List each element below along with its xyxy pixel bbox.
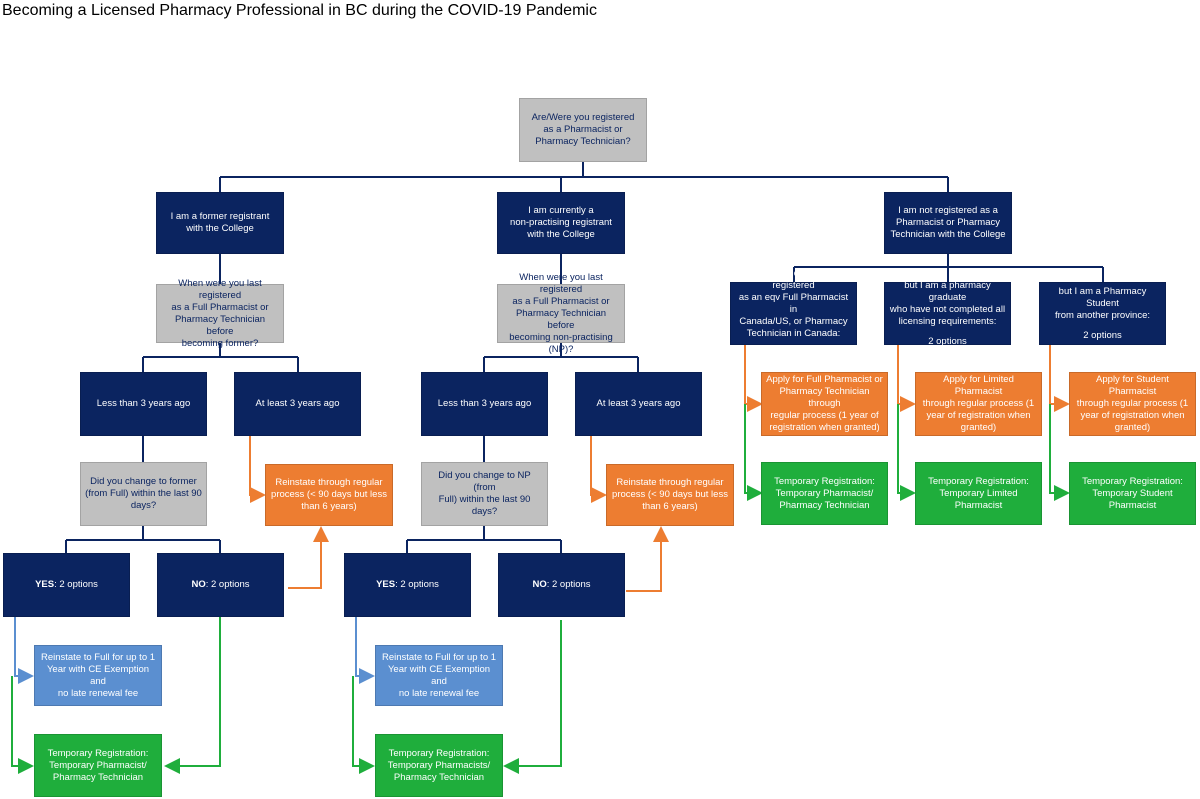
former-last-registered-question: When were you last registered as a Full …	[156, 278, 284, 349]
np-reinstate-full: Reinstate to Full for up to 1 Year with …	[375, 645, 503, 706]
former-less-than-3-years: Less than 3 years ago	[80, 372, 207, 436]
former-registrant-box: I am a former registrant with the Colleg…	[156, 192, 284, 254]
no-label: NO	[532, 579, 547, 590]
no-label: NO	[191, 579, 206, 590]
np-no-options: NO: 2 options	[498, 553, 625, 617]
np-last-registered-question: When were you last registered as a Full …	[497, 272, 625, 355]
former-change-question: Did you change to former (from Full) wit…	[80, 462, 207, 526]
canada-us-registered-box: but I am currently registered as an eqv …	[730, 268, 857, 359]
pharmacy-graduate-options: 2 options	[928, 335, 967, 347]
np-temporary-registration: Temporary Registration: Temporary Pharma…	[375, 734, 503, 797]
canada-us-registered-text: but I am currently registered as an eqv …	[738, 267, 849, 339]
canada-us-options: 2 options	[774, 347, 813, 359]
yes-options-text: : 2 options	[395, 579, 439, 590]
temp-limited-pharmacist: Temporary Registration: Temporary Limite…	[915, 462, 1042, 525]
np-less-than-3-years: Less than 3 years ago	[421, 372, 548, 436]
former-temporary-registration: Temporary Registration: Temporary Pharma…	[34, 734, 162, 797]
root-question: Are/Were you registered as a Pharmacist …	[519, 98, 647, 162]
former-no-options: NO: 2 options	[157, 553, 284, 617]
former-reinstate-full: Reinstate to Full for up to 1 Year with …	[34, 645, 162, 706]
pharmacy-student-options: 2 options	[1083, 329, 1122, 341]
no-options-text: : 2 options	[546, 579, 591, 590]
not-registered-box: I am not registered as a Pharmacist or P…	[884, 192, 1012, 254]
np-yes-options: YES: 2 options	[344, 553, 471, 617]
no-options-text: : 2 options	[205, 579, 250, 590]
yes-label: YES	[35, 579, 55, 590]
former-reinstate-regular: Reinstate through regular process (< 90 …	[265, 464, 393, 526]
non-practising-registrant-box: I am currently a non-practising registra…	[497, 192, 625, 254]
temp-student-pharmacist: Temporary Registration: Temporary Studen…	[1069, 462, 1196, 525]
np-change-question: Did you change to NP (from Full) within …	[421, 462, 548, 526]
pharmacy-student-box: but I am a Pharmacy Student from another…	[1039, 282, 1166, 345]
apply-student-pharmacist: Apply for Student Pharmacist through reg…	[1069, 372, 1196, 436]
np-at-least-3-years: At least 3 years ago	[575, 372, 702, 436]
apply-limited-pharmacist: Apply for Limited Pharmacist through reg…	[915, 372, 1042, 436]
pharmacy-student-text: but I am a Pharmacy Student from another…	[1054, 285, 1151, 321]
temp-pharmacist-technician: Temporary Registration: Temporary Pharma…	[761, 462, 888, 525]
page-title: Becoming a Licensed Pharmacy Professiona…	[2, 2, 597, 19]
pharmacy-graduate-box: but I am a pharmacy graduate who have no…	[884, 279, 1011, 347]
np-reinstate-regular: Reinstate through regular process (< 90 …	[606, 464, 734, 526]
apply-full-pharmacist: Apply for Full Pharmacist or Pharmacy Te…	[761, 372, 888, 436]
former-yes-options: YES: 2 options	[3, 553, 130, 617]
yes-options-text: : 2 options	[54, 579, 98, 590]
former-at-least-3-years: At least 3 years ago	[234, 372, 361, 436]
pharmacy-graduate-text: but I am a pharmacy graduate who have no…	[889, 279, 1006, 327]
yes-label: YES	[376, 579, 396, 590]
